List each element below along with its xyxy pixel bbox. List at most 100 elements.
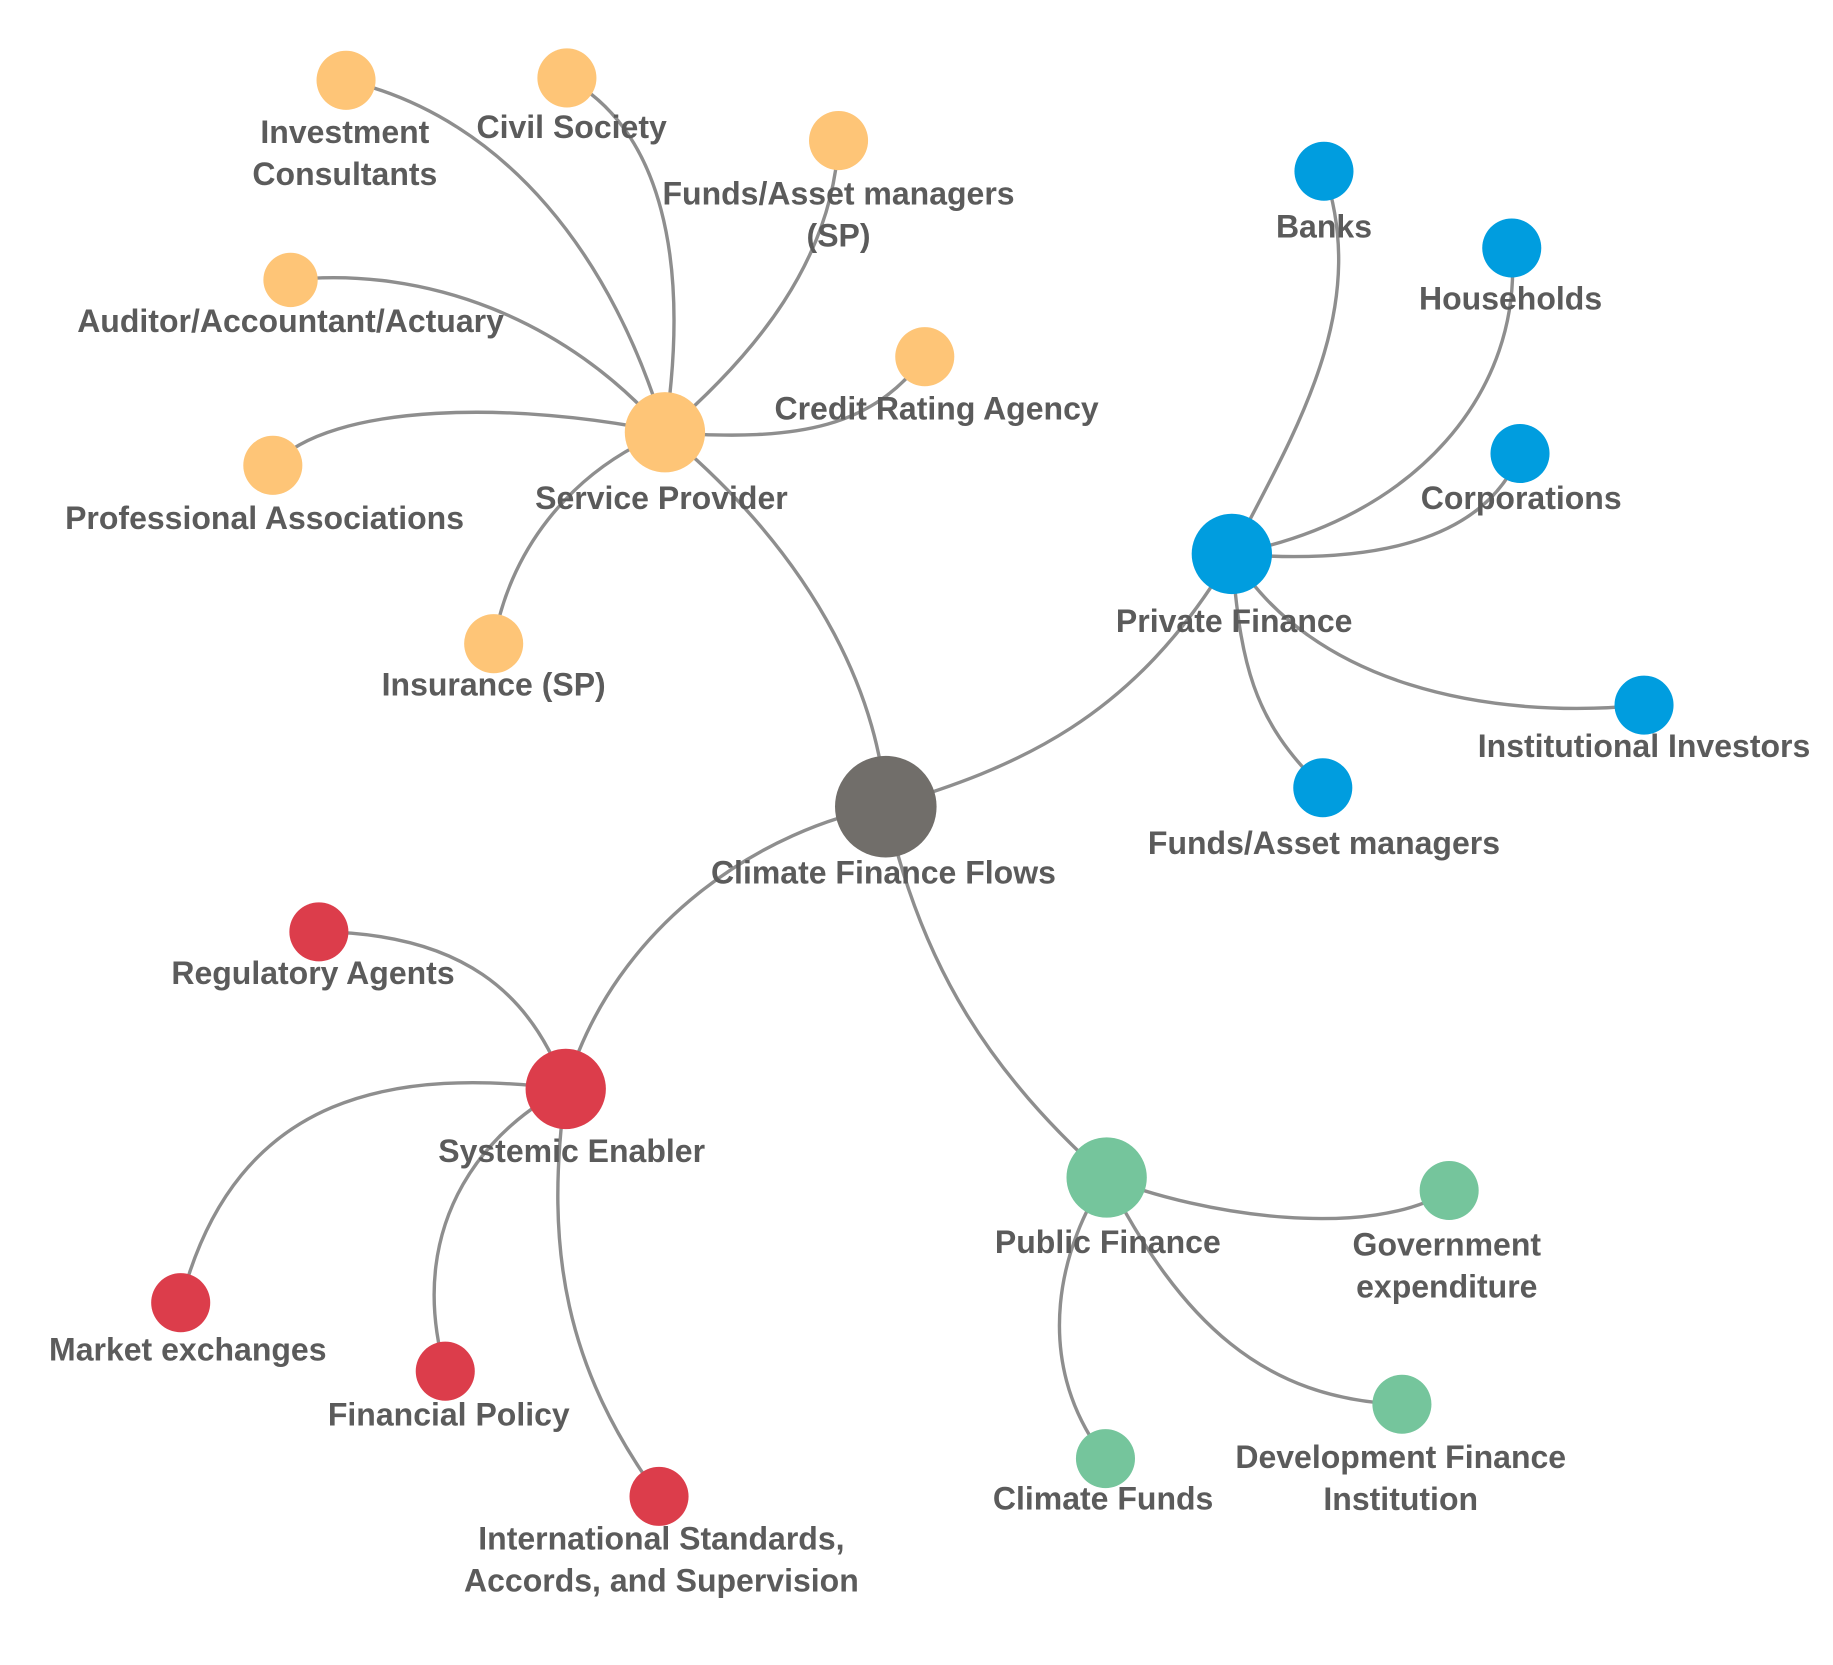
label-government-expenditure: Government expenditure [1353, 1226, 1542, 1304]
edges-layer [179, 76, 1645, 1498]
node-professional-associations [243, 435, 303, 495]
node-credit-rating-agency [895, 327, 955, 387]
node-households [1482, 218, 1542, 278]
label-civil-society-line-1: Civil Society [476, 109, 667, 145]
label-development-finance-institution-line-1: Development Finance [1235, 1439, 1566, 1475]
edge-service-provider-to-funds-asset-managers-sp [663, 140, 841, 434]
edge-public-finance-to-development-finance-institution [1105, 1176, 1402, 1406]
label-market-exchanges: Market exchanges [49, 1332, 326, 1368]
edge-public-finance-to-climate-funds [1057, 1176, 1109, 1460]
edge-service-provider-to-credit-rating-agency [664, 355, 927, 437]
label-institutional-investors-line-1: Institutional Investors [1478, 728, 1810, 764]
node-government-expenditure [1419, 1160, 1479, 1221]
edge-systemic-enabler-to-market-exchanges [179, 1081, 566, 1304]
label-public-finance: Public Finance [995, 1224, 1221, 1260]
label-government-expenditure-line-1: Government [1353, 1226, 1542, 1262]
edge-center-to-public-finance [884, 806, 1108, 1179]
node-financial-policy [415, 1341, 475, 1401]
label-investment-consultants-line-1: Investment [260, 114, 429, 150]
label-funds-asset-managers: Funds/Asset managers [1148, 825, 1500, 861]
edge-private-finance-to-households [1231, 247, 1515, 556]
node-center [835, 755, 937, 858]
label-public-finance-line-1: Public Finance [995, 1224, 1221, 1260]
label-financial-policy: Financial Policy [328, 1397, 570, 1433]
label-climate-funds-line-1: Climate Funds [993, 1480, 1213, 1516]
node-auditor-accountant-actuary [263, 252, 318, 308]
label-banks: Banks [1276, 208, 1372, 244]
node-civil-society [537, 48, 597, 108]
label-regulatory-agents-line-1: Regulatory Agents [171, 955, 454, 991]
label-funds-asset-managers-sp: Funds/Asset managers (SP) [662, 175, 1014, 253]
nodes-layer [151, 48, 1674, 1526]
node-market-exchanges [151, 1273, 211, 1333]
label-auditor-accountant-actuary-line-1: Auditor/Accountant/Actuary [77, 303, 504, 339]
node-investment-consultants [316, 50, 376, 110]
label-corporations-line-1: Corporations [1421, 480, 1622, 516]
edge-private-finance-to-banks [1230, 170, 1341, 555]
label-international-standards: International Standards,Accords, and Sup… [464, 1521, 859, 1599]
edge-service-provider-to-professional-associations [271, 410, 666, 467]
label-civil-society: Civil Society [476, 109, 667, 145]
label-insurance-sp: Insurance (SP) [382, 667, 606, 703]
node-systemic-enabler [525, 1048, 606, 1130]
edge-systemic-enabler-to-financial-policy [432, 1087, 567, 1372]
label-investment-consultants-line-2: Consultants [252, 156, 437, 192]
label-center-line-1: Climate Finance Flows [711, 854, 1056, 890]
label-funds-asset-managers-line-1: Funds/Asset managers [1148, 825, 1500, 861]
label-funds-asset-managers-sp-line-1: Funds/Asset managers [662, 175, 1014, 211]
node-climate-funds [1075, 1429, 1135, 1489]
node-service-provider [624, 392, 706, 473]
label-climate-funds: Climate Funds [993, 1480, 1213, 1516]
edge-service-provider-to-investment-consultants [345, 78, 667, 433]
edge-service-provider-to-insurance-sp [492, 430, 666, 644]
node-corporations [1490, 423, 1550, 484]
label-professional-associations-line-1: Professional Associations [65, 500, 464, 536]
label-corporations: Corporations [1421, 480, 1622, 516]
node-funds-asset-managers-sp [809, 111, 869, 171]
label-service-provider-line-1: Service Provider [535, 480, 788, 516]
edge-private-finance-to-corporations [1231, 452, 1522, 559]
label-auditor-accountant-actuary: Auditor/Accountant/Actuary [77, 303, 504, 339]
label-credit-rating-agency: Credit Rating Agency [774, 390, 1098, 426]
label-institutional-investors: Institutional Investors [1478, 728, 1810, 764]
label-systemic-enabler: Systemic Enabler [438, 1133, 705, 1169]
label-market-exchanges-line-1: Market exchanges [49, 1332, 326, 1368]
label-private-finance: Private Finance [1116, 603, 1353, 639]
edge-center-to-systemic-enabler [564, 804, 887, 1090]
label-financial-policy-line-1: Financial Policy [328, 1397, 570, 1433]
node-funds-asset-managers [1293, 758, 1353, 818]
label-government-expenditure-line-2: expenditure [1356, 1268, 1537, 1304]
node-banks [1294, 141, 1354, 201]
label-insurance-sp-line-1: Insurance (SP) [382, 667, 606, 703]
edge-systemic-enabler-to-international-standards [556, 1088, 661, 1498]
node-development-finance-institution [1372, 1374, 1432, 1434]
label-center: Climate Finance Flows [711, 854, 1056, 890]
label-service-provider: Service Provider [535, 480, 788, 516]
label-credit-rating-agency-line-1: Credit Rating Agency [774, 390, 1098, 426]
labels-layer: Climate Finance Flows Service Provider Inv… [49, 109, 1810, 1598]
label-banks-line-1: Banks [1276, 208, 1372, 244]
label-development-finance-institution-line-2: Institution [1323, 1481, 1478, 1517]
edge-private-finance-to-institutional-investors [1230, 553, 1645, 711]
node-international-standards [629, 1466, 689, 1526]
label-funds-asset-managers-sp-line-2: (SP) [807, 217, 871, 253]
edge-service-provider-to-civil-society [566, 76, 676, 433]
node-insurance-sp [464, 614, 524, 674]
edge-center-to-private-finance [885, 553, 1234, 809]
edge-service-provider-to-auditor-accountant-actuary [290, 275, 667, 434]
label-systemic-enabler-line-1: Systemic Enabler [438, 1133, 705, 1169]
node-private-finance [1191, 513, 1272, 595]
label-households-line-1: Households [1419, 280, 1602, 316]
node-public-finance [1066, 1137, 1147, 1218]
label-regulatory-agents: Regulatory Agents [171, 955, 454, 991]
label-private-finance-line-1: Private Finance [1116, 603, 1353, 639]
label-professional-associations: Professional Associations [65, 500, 464, 536]
node-institutional-investors [1614, 675, 1674, 735]
label-international-standards-line-1: International Standards, [478, 1521, 844, 1557]
label-households: Households [1419, 280, 1602, 316]
edge-public-finance-to-government-expenditure [1106, 1175, 1451, 1221]
node-regulatory-agents [289, 902, 349, 962]
